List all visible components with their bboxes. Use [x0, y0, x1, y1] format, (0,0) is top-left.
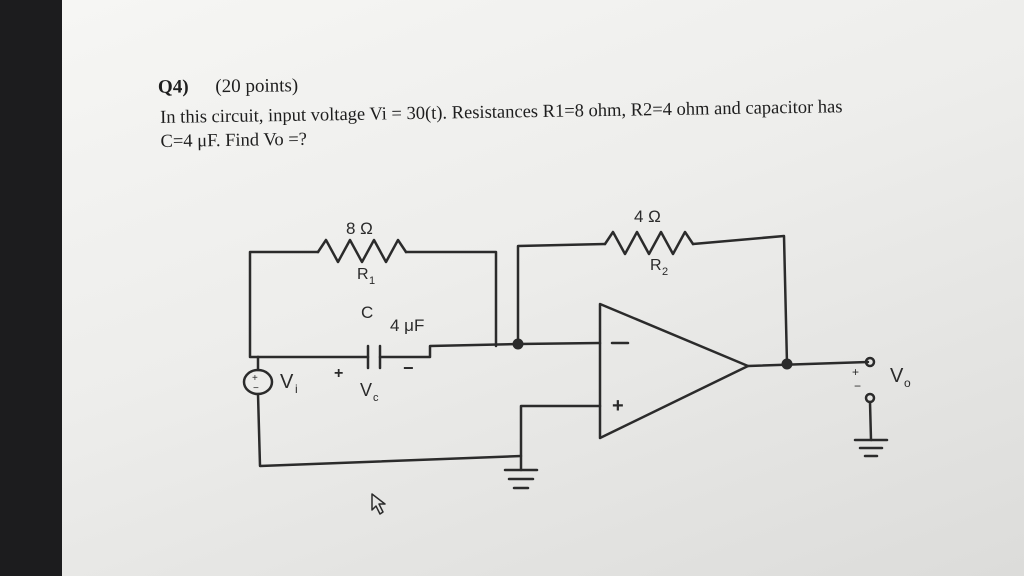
source-plus-label: + — [252, 373, 258, 384]
vc-minus-label: − — [403, 358, 414, 378]
mouse-pointer-icon — [371, 493, 386, 515]
r2-value-label: 4 Ω — [634, 207, 661, 226]
capacitor-value-label: 4 μF — [390, 316, 424, 335]
output-minus-label: − — [854, 379, 861, 393]
voltage-source-circle — [242, 368, 274, 396]
vi-subscript: i — [295, 382, 298, 396]
vi-label: V — [280, 371, 294, 393]
vo-label: V — [890, 365, 904, 387]
r2-name-label: R — [650, 257, 662, 274]
wire-cap-right — [378, 342, 520, 359]
wire-feedback-left — [516, 242, 607, 346]
r1-value-label: 8 Ω — [346, 219, 373, 238]
output-plus-label: + — [852, 365, 859, 379]
opamp-triangle — [598, 302, 750, 440]
wire-source-bottom — [256, 392, 523, 468]
wire-noninverting-input — [519, 404, 602, 472]
resistor-r2-zigzag — [603, 230, 695, 256]
junction-dot-inverting — [512, 338, 524, 350]
wire-r1-left — [248, 250, 320, 359]
r1-name-label: R — [357, 266, 369, 283]
wire-feedback-right — [691, 234, 789, 366]
capacitor-name-label: C — [361, 303, 373, 322]
wire-inverting-input — [516, 341, 602, 346]
output-terminal-top — [864, 356, 876, 368]
paper-sheet — [62, 0, 1024, 576]
wire-output — [746, 360, 870, 368]
vo-subscript: o — [904, 376, 911, 390]
source-minus-label: − — [253, 383, 259, 394]
vc-label: V — [360, 380, 372, 400]
opamp-plus-label: + — [612, 395, 624, 417]
junction-dot-output — [781, 358, 793, 370]
resistor-r1-zigzag — [316, 238, 408, 264]
vc-plus-label: + — [334, 365, 343, 382]
r1-subscript: 1 — [369, 275, 375, 287]
wire-r1-right — [404, 250, 498, 348]
r2-subscript: 2 — [662, 266, 668, 278]
wire-output-ground — [868, 400, 873, 442]
vc-subscript: c — [373, 392, 379, 404]
